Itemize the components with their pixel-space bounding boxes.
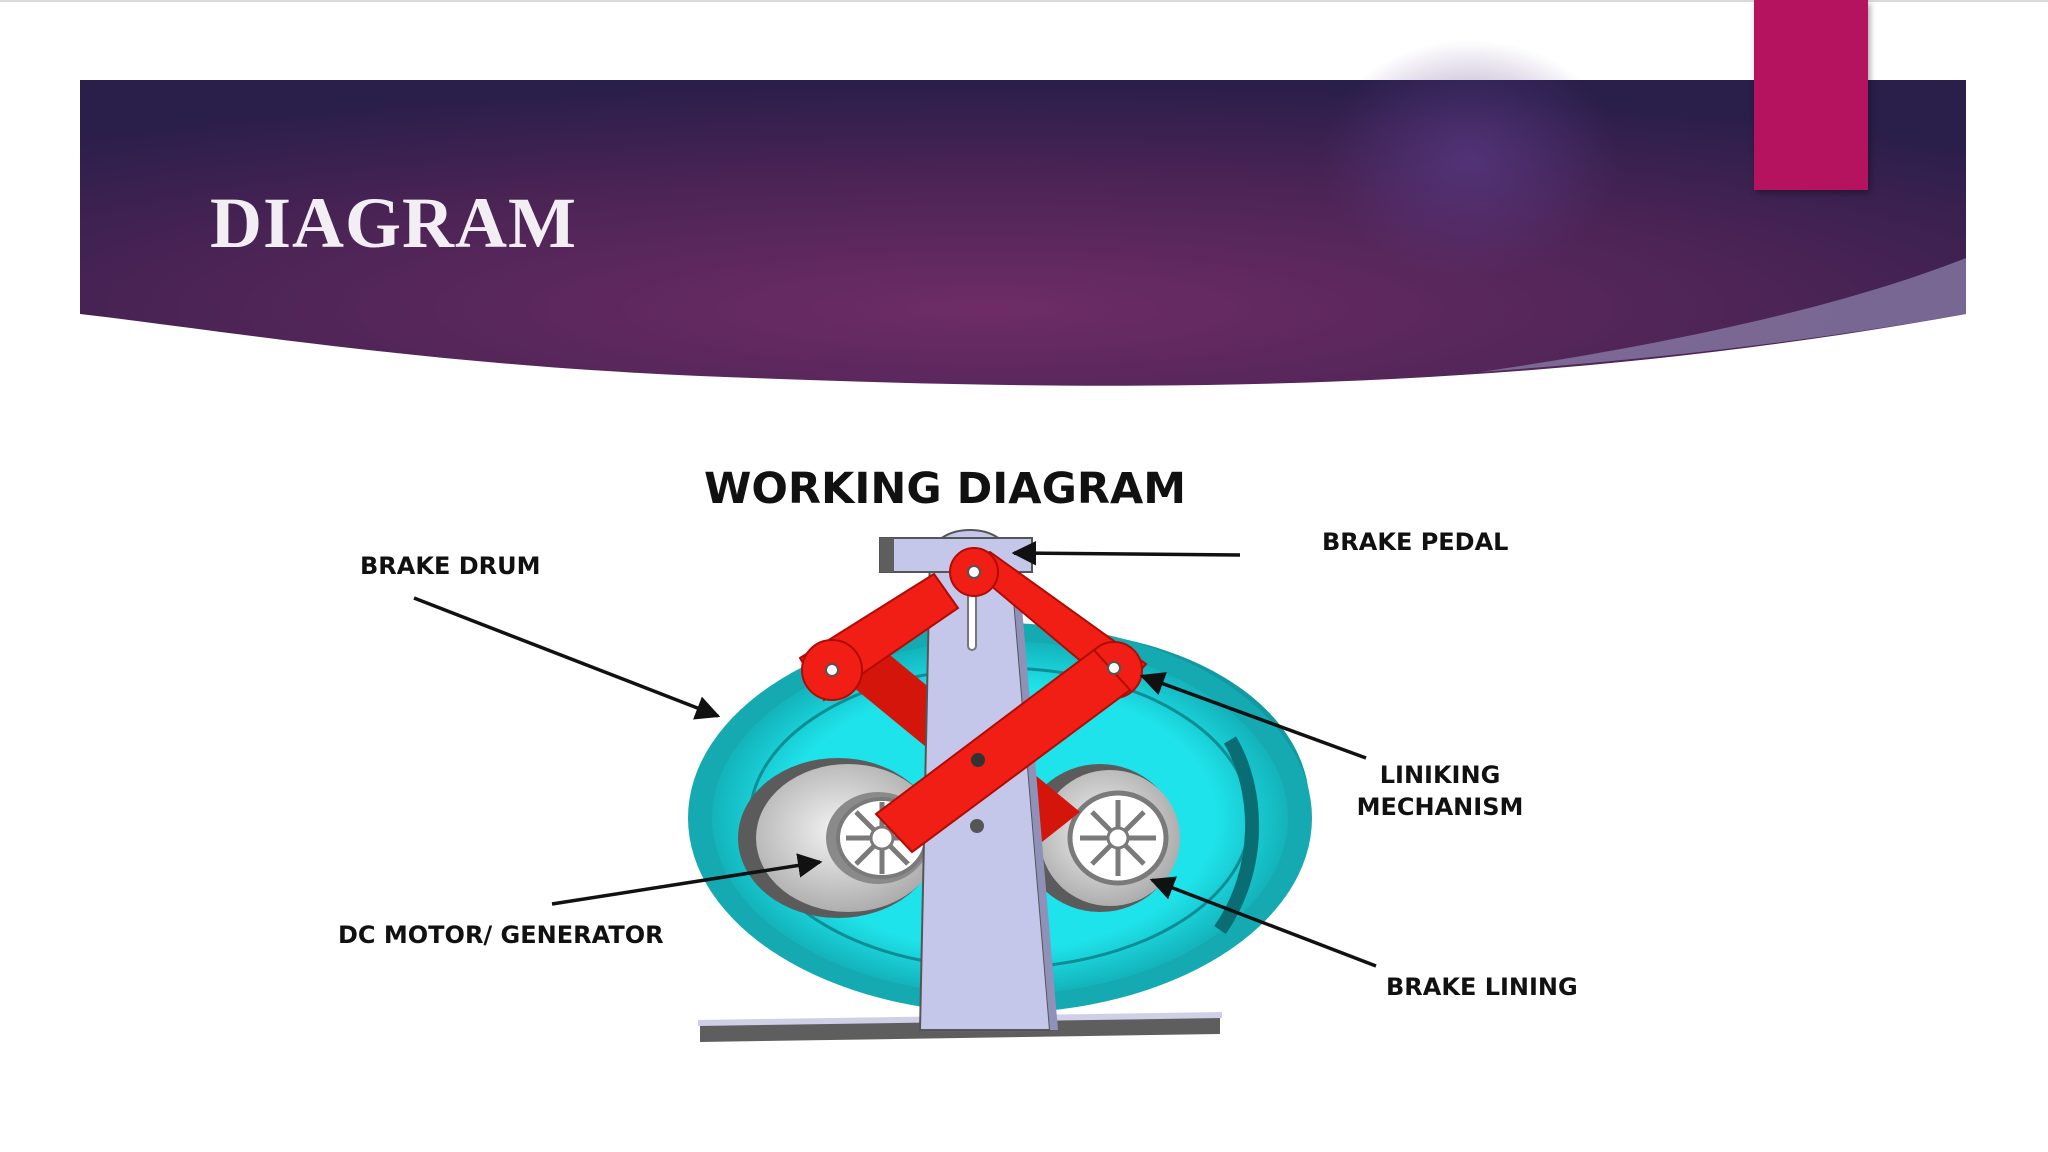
arrow-brake-lining xyxy=(1149,876,1377,968)
right-pulley xyxy=(1022,764,1180,912)
label-brake-drum: BRAKE DRUM xyxy=(360,552,540,580)
label-linking-mechanism-line2: MECHANISM xyxy=(1357,793,1524,821)
arrow-linking-mechanism xyxy=(1139,672,1367,760)
label-linking-mechanism-line1: LINIKING xyxy=(1380,761,1501,789)
arrow-brake-pedal xyxy=(1011,540,1241,566)
top-rule xyxy=(0,0,2048,2)
header-band xyxy=(80,40,1966,386)
arrow-dc-motor-generator xyxy=(551,853,823,906)
arrow-brake-drum xyxy=(413,596,721,720)
slide-title: DIAGRAM xyxy=(210,183,577,263)
accent-tab xyxy=(1754,0,1868,190)
linking-mechanism xyxy=(798,547,1148,854)
label-brake-lining: BRAKE LINING xyxy=(1386,973,1578,1001)
label-brake-pedal: BRAKE PEDAL xyxy=(1322,528,1508,556)
label-dc-motor-generator: DC MOTOR/ GENERATOR xyxy=(338,921,664,949)
diagram-title: WORKING DIAGRAM xyxy=(704,464,1186,514)
